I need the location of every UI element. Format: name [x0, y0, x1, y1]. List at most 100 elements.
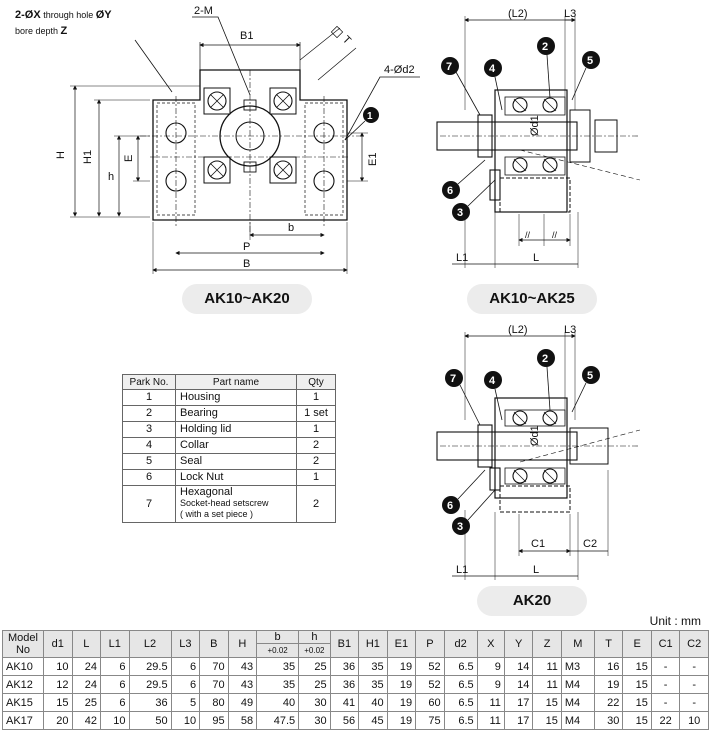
- part-no: 4: [122, 437, 176, 454]
- dim-cell: 35: [256, 675, 300, 694]
- svg-text:L: L: [533, 252, 539, 264]
- part-name: Housing: [175, 389, 297, 406]
- part-no: 5: [122, 453, 176, 470]
- svg-text:6: 6: [447, 185, 453, 197]
- dim-cell: 10: [43, 657, 73, 676]
- dim-cell: 50: [128, 711, 172, 730]
- header-e: E: [622, 630, 652, 658]
- svg-text:H1: H1: [82, 150, 94, 164]
- svg-text:E: E: [123, 155, 135, 162]
- part-name-line: Socket-head setscrew: [180, 498, 269, 508]
- dim-cell: 17: [503, 693, 534, 712]
- svg-text:2-M: 2-M: [194, 5, 213, 17]
- dim-cell: M4: [560, 675, 595, 694]
- dim-cell: 75: [415, 711, 445, 730]
- header-model-no: Model No: [2, 630, 44, 658]
- dim-cell: 52: [415, 675, 445, 694]
- svg-text:B1: B1: [240, 30, 253, 42]
- dim-cell: 43: [227, 675, 258, 694]
- svg-text:(L2): (L2): [508, 8, 528, 20]
- dim-cell: 30: [298, 711, 331, 730]
- dim-cell: M3: [560, 657, 595, 676]
- part-name: Seal: [175, 453, 297, 470]
- part-name: Bearing: [175, 405, 297, 422]
- svg-text:7: 7: [450, 373, 456, 385]
- dim-cell: 19: [386, 675, 417, 694]
- part-qty: 2: [296, 485, 336, 523]
- svg-text:4: 4: [489, 375, 496, 387]
- part-no: 3: [122, 421, 176, 438]
- dim-cell: 40: [256, 693, 300, 712]
- part-qty: 2: [296, 453, 336, 470]
- dim-cell: -: [650, 675, 681, 694]
- dim-cell: 10: [679, 711, 709, 730]
- part-name: Collar: [175, 437, 297, 454]
- part-name: Lock Nut: [175, 469, 297, 486]
- svg-text:bore depth Z: bore depth Z: [15, 25, 68, 37]
- header-c2: C2: [679, 630, 709, 658]
- technical-drawings: 2-ØX through hole ØY bore depth Z 2-M B1…: [15, 5, 641, 580]
- dim-cell: 6.5: [443, 675, 478, 694]
- header-d1: d1: [43, 630, 73, 658]
- dim-cell: -: [650, 657, 681, 676]
- dim-cell: 25: [71, 693, 101, 712]
- bearing-section-view-bottom: (L2) L3 Ød1 C1 C2 L1 L 7: [436, 324, 641, 580]
- svg-text:C1: C1: [531, 538, 545, 550]
- dim-cell: 6: [100, 693, 130, 712]
- part-no: 1: [122, 389, 176, 406]
- dim-cell: 15: [622, 711, 652, 730]
- header-h1: H1: [358, 630, 388, 658]
- svg-text:4-Ød2: 4-Ød2: [384, 64, 415, 76]
- header-park-no: Park No.: [122, 374, 176, 390]
- dim-cell: 24: [71, 657, 101, 676]
- bearing-section-view-top: (L2) L3 Ød1 //: [436, 8, 641, 268]
- dim-cell: 6.5: [443, 711, 478, 730]
- header-z: Z: [532, 630, 562, 658]
- svg-text:3: 3: [457, 521, 463, 533]
- dims-subheader-row: +0.02 +0.02: [3, 643, 709, 658]
- header-p: P: [415, 630, 445, 658]
- header-qty: Qty: [296, 374, 336, 390]
- dim-cell: 25: [298, 657, 331, 676]
- dim-cell: 11: [476, 711, 505, 730]
- dim-cell: 5: [170, 693, 201, 712]
- header-c1: C1: [650, 630, 681, 658]
- dim-cell: -: [679, 675, 709, 694]
- svg-text:2: 2: [542, 353, 548, 365]
- model-cell: AK17: [2, 711, 44, 730]
- svg-text:L3: L3: [564, 324, 576, 336]
- dim-cell: 15: [43, 693, 73, 712]
- header-e1: E1: [386, 630, 417, 658]
- dim-cell: 15: [532, 693, 562, 712]
- model-cell: AK15: [2, 693, 44, 712]
- dim-cell: 15: [622, 675, 652, 694]
- svg-text:C2: C2: [583, 538, 597, 550]
- part-no: 6: [122, 469, 176, 486]
- svg-text:Ød1: Ød1: [529, 425, 541, 446]
- model-cell: AK12: [2, 675, 44, 694]
- dim-cell: 80: [199, 693, 229, 712]
- svg-text:4: 4: [489, 63, 496, 75]
- dim-cell: 25: [298, 675, 331, 694]
- dim-cell: 14: [503, 657, 534, 676]
- caption-ak10-ak25: AK10~AK25: [467, 284, 597, 314]
- dim-cell: 6: [170, 675, 201, 694]
- dim-cell: 12: [43, 675, 73, 694]
- dim-cell: -: [679, 657, 709, 676]
- svg-text:P: P: [243, 241, 250, 253]
- unit-label: Unit : mm: [649, 614, 701, 628]
- dim-cell: 30: [298, 693, 331, 712]
- header-b1: B1: [329, 630, 360, 658]
- dim-cell: 41: [329, 693, 360, 712]
- dim-cell: 30: [593, 711, 624, 730]
- dim-cell: 11: [476, 693, 505, 712]
- table-row: 7 Hexagonal Socket-head setscrew ( with …: [122, 485, 336, 523]
- part-qty: 1 set: [296, 405, 336, 422]
- svg-text:3: 3: [457, 207, 463, 219]
